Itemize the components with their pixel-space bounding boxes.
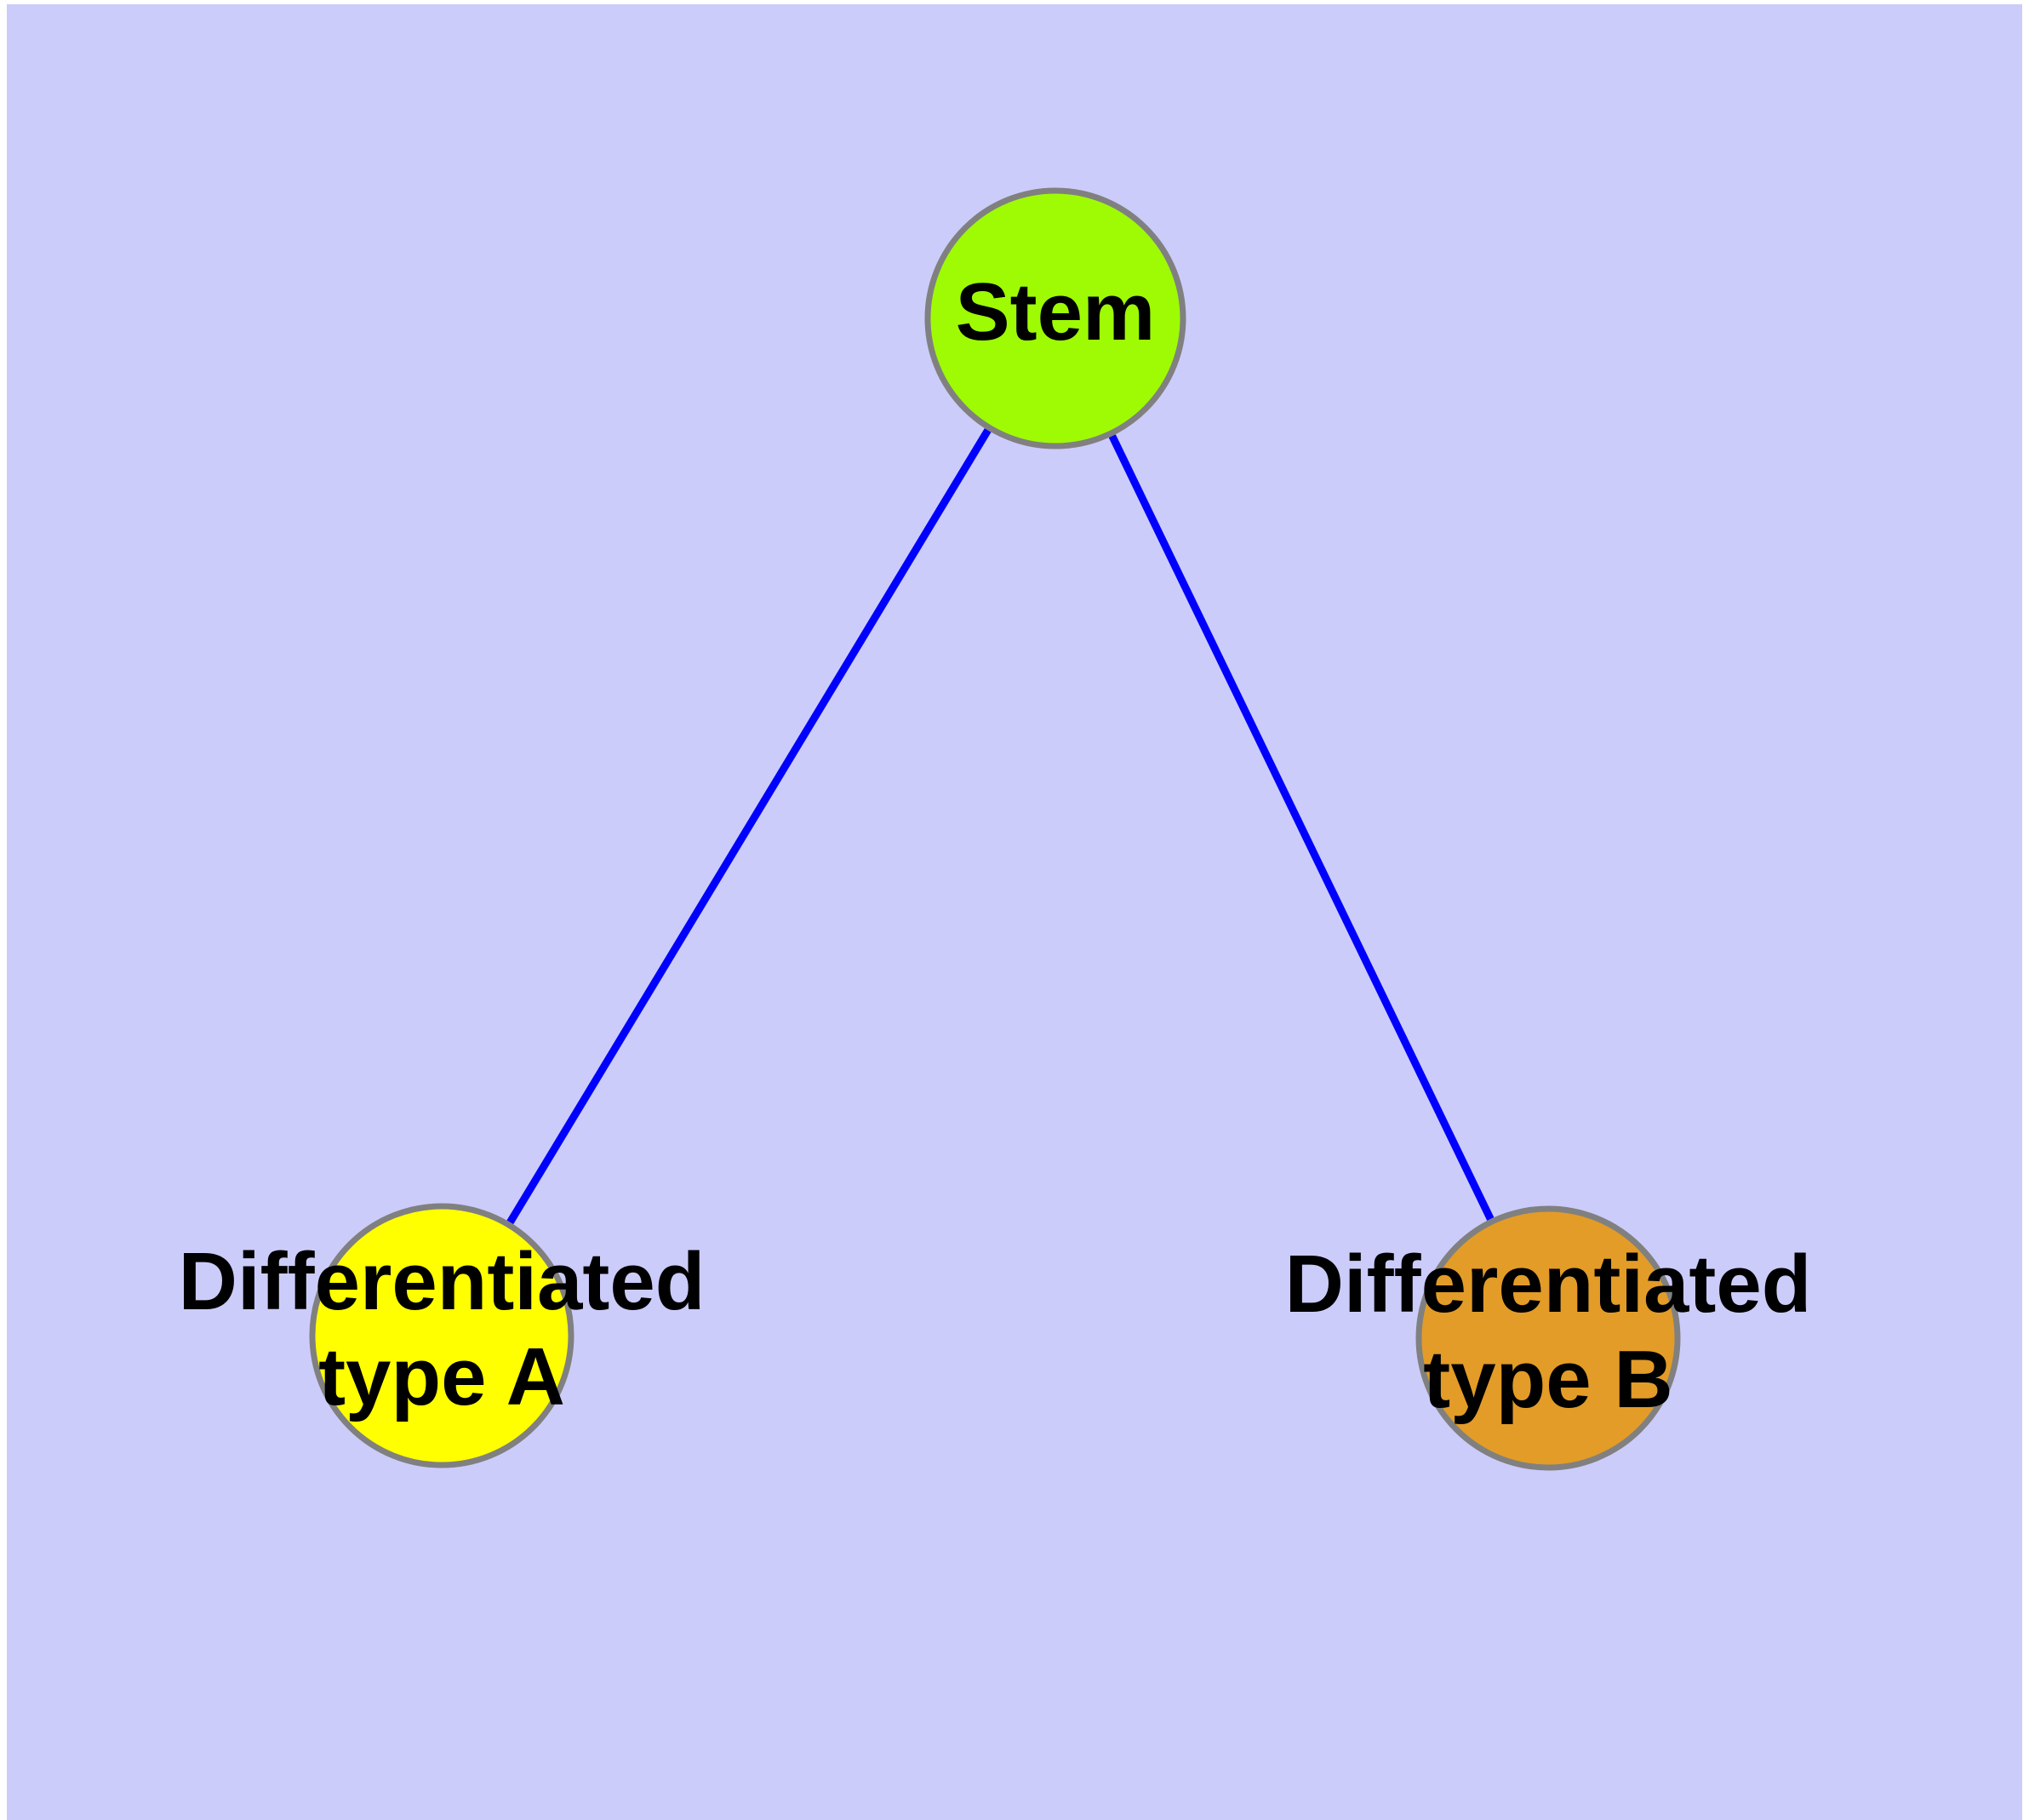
graph-node-diff_a[interactable] — [309, 1203, 574, 1468]
graph-node-label-stem: Stem — [956, 266, 1156, 358]
graph-node-label-line: type A — [318, 1331, 565, 1422]
graph-node-stem[interactable] — [924, 187, 1186, 449]
graph-node-label-line: Differentiated — [179, 1236, 706, 1327]
graph-node-label-line: Stem — [956, 266, 1156, 358]
graph-edge-stem-to-diff-a[interactable] — [506, 428, 992, 1225]
edges-layer — [506, 428, 1495, 1225]
graph-node-label-line: Differentiated — [1285, 1239, 1812, 1330]
graph-node-diff_b[interactable] — [1415, 1205, 1681, 1471]
graph-edge-stem-to-diff-b[interactable] — [1108, 434, 1495, 1221]
graph-node-label-line: type B — [1423, 1334, 1672, 1425]
nodes-layer — [309, 187, 1681, 1471]
